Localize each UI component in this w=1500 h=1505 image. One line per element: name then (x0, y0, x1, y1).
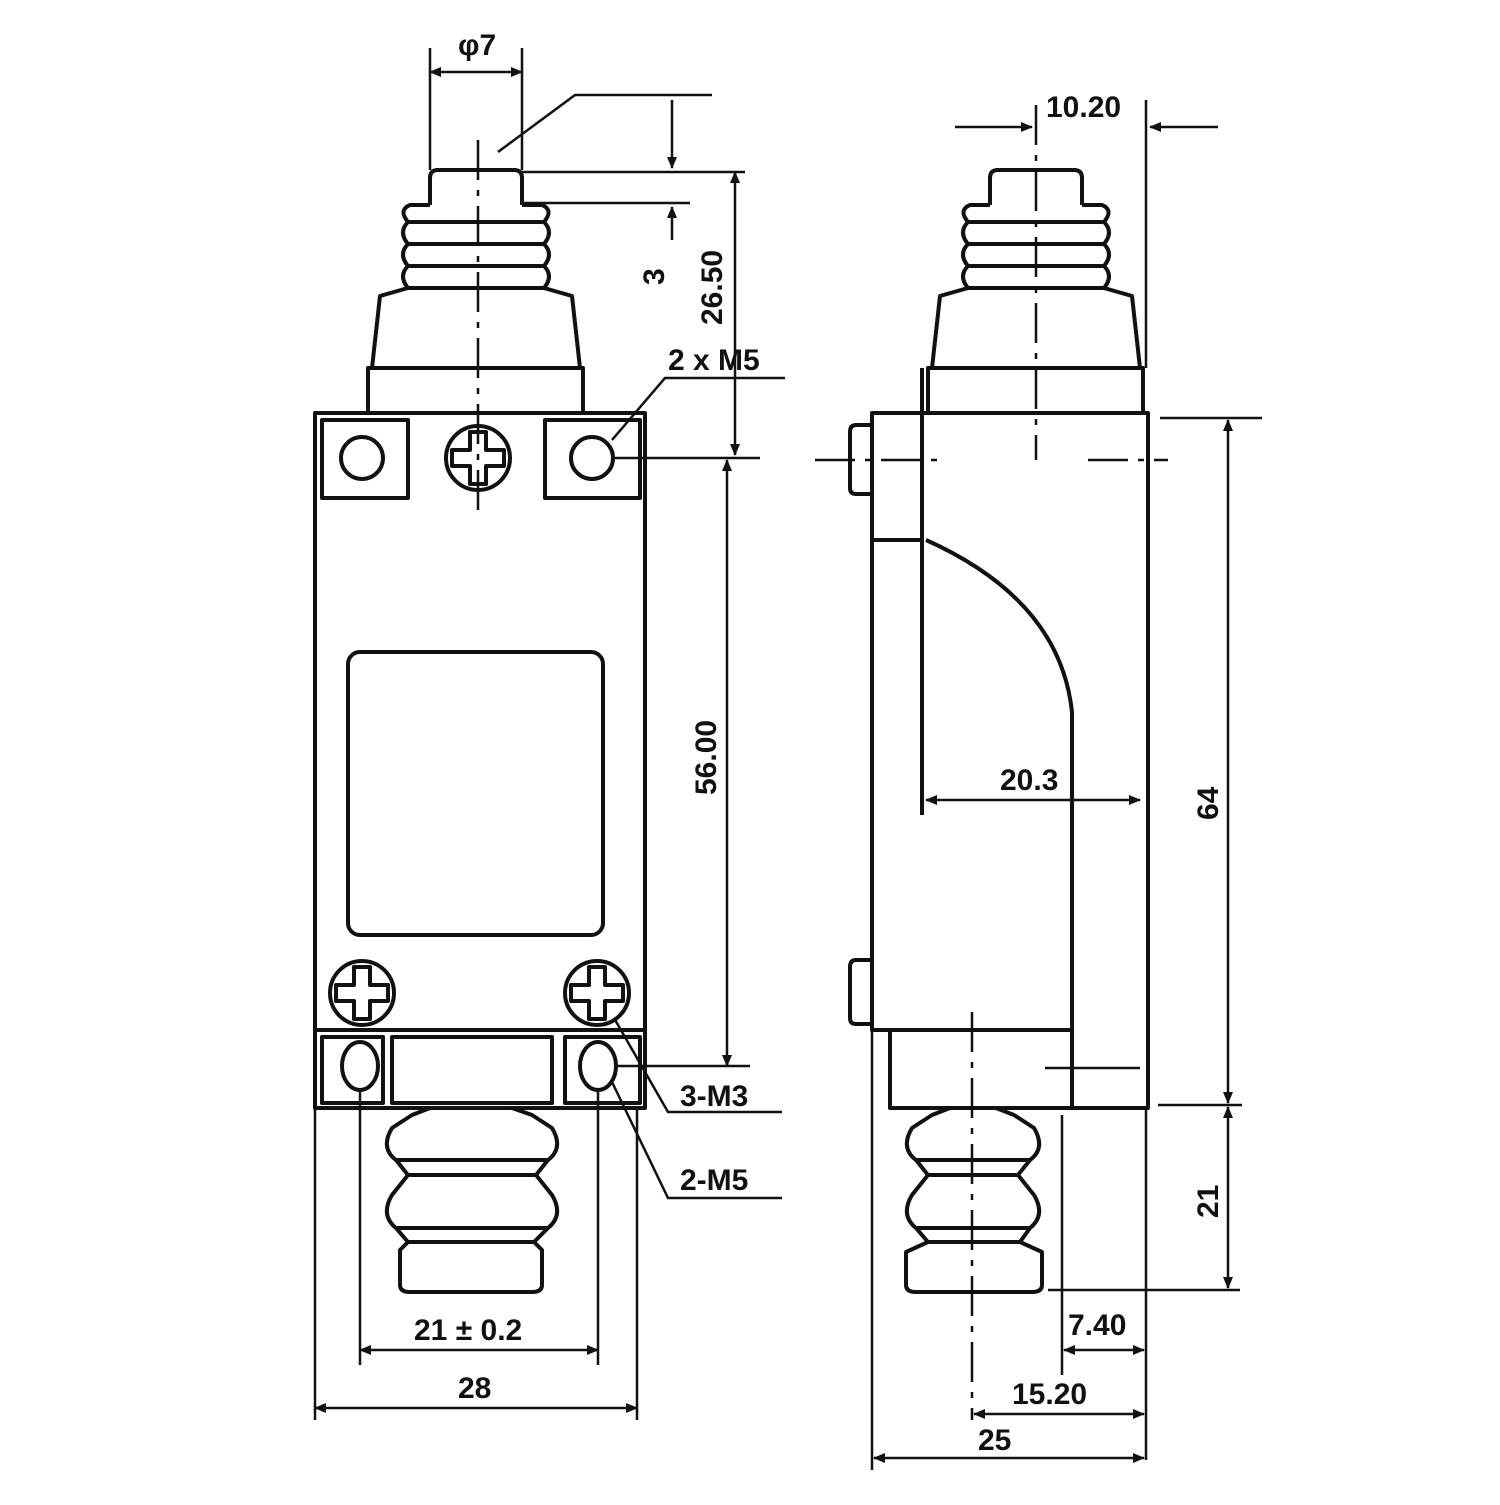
front-plunger-cap (428, 168, 524, 205)
front-boot (370, 203, 582, 369)
front-top-ears (320, 418, 642, 500)
front-view: φ7 3 26.50 2 x M5 56.00 3-M3 2-M5 21 ± 0… (313, 29, 785, 1420)
side-view: 10.20 20.3 64 21 7.40 15.20 25 (815, 91, 1262, 1470)
front-bottom-ears (320, 1035, 642, 1105)
dim-64-label: 64 (1192, 786, 1225, 820)
dim-56-00-label: 56.00 (690, 720, 723, 795)
front-collar (366, 366, 585, 415)
dim-26-50-label: 26.50 (696, 250, 729, 325)
label-window (346, 650, 605, 937)
top-right-mount-hole (569, 435, 615, 481)
dim-20-3-label: 20.3 (1000, 764, 1058, 797)
dim-phi7-label: φ7 (458, 29, 496, 62)
dim-25-label: 25 (978, 1424, 1011, 1457)
side-bottom-boot (904, 1106, 1044, 1294)
dim-stroke3-label: 3 (638, 268, 671, 285)
dim-21-label: 21 (1192, 1185, 1225, 1218)
dim-10-20-label: 10.20 (1046, 91, 1121, 124)
side-boot (930, 203, 1142, 369)
dim-2-m5-label: 2-M5 (680, 1164, 748, 1197)
dim-28-label: 28 (458, 1372, 491, 1405)
dim-21pm-label: 21 ± 0.2 (414, 1314, 522, 1347)
bottom-right-mount-hole (578, 1040, 618, 1092)
bottom-left-mount-hole (340, 1040, 380, 1092)
dim-15-20-label: 15.20 (1012, 1378, 1087, 1411)
front-body (313, 411, 647, 1110)
top-left-mount-hole (339, 435, 385, 481)
side-bottom-block (888, 1028, 1074, 1110)
bottom-left-screw-icon (328, 959, 396, 1027)
side-body (870, 411, 1150, 1110)
dim-3-m3-label: 3-M3 (680, 1080, 748, 1113)
dim-2xm5-label: 2 x M5 (668, 344, 760, 377)
dim-7-40-label: 7.40 (1068, 1309, 1126, 1342)
side-plunger-cap (988, 168, 1084, 205)
bottom-right-screw-icon (563, 959, 631, 1027)
front-bottom-boot (384, 1106, 560, 1294)
